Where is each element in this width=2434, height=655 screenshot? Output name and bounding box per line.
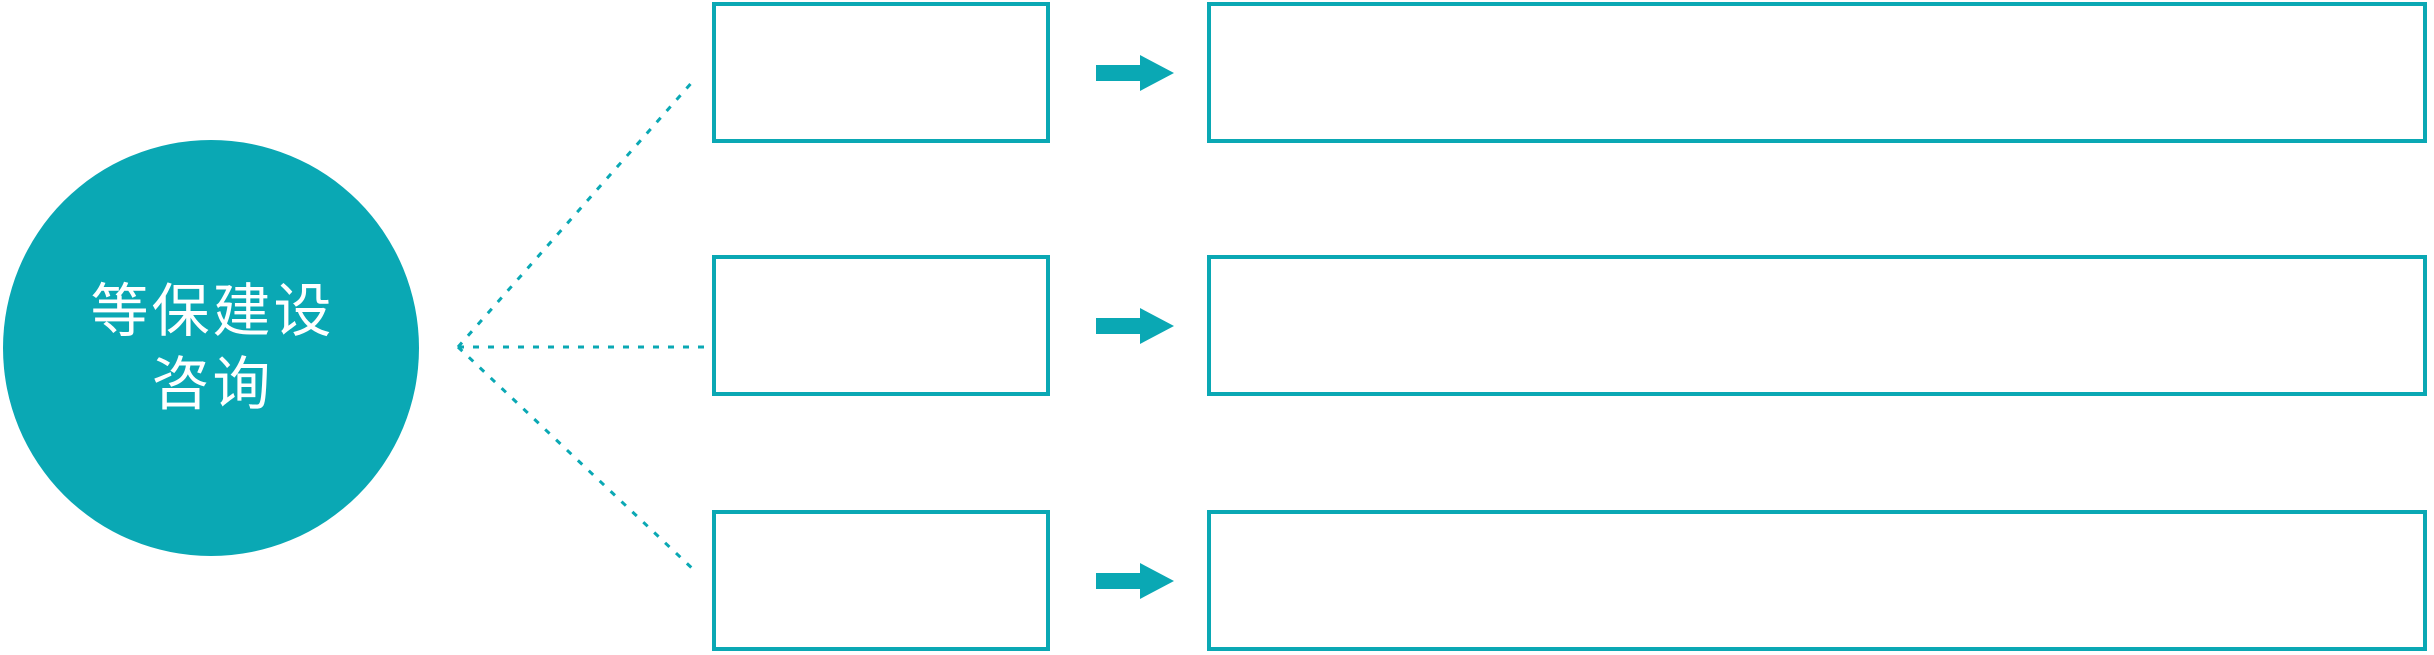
dotted-connector-bottom: [456, 345, 698, 574]
arrow-right-icon: [1096, 308, 1174, 344]
arrow-right-icon: [1096, 55, 1174, 91]
detail-box-3: [1207, 510, 2427, 651]
step-box-2: [712, 255, 1050, 396]
step-box-3: [712, 510, 1050, 651]
hub-label-line1: 等保建设: [90, 276, 335, 345]
step-box-1: [712, 2, 1050, 143]
dotted-connector-top: [456, 79, 696, 348]
hub-label-line2: 咨询: [151, 350, 274, 418]
detail-box-1: [1207, 2, 2427, 143]
hub-circle: 等保建设 咨询: [3, 140, 419, 556]
arrow-right-icon: [1096, 563, 1174, 599]
detail-box-2: [1207, 255, 2427, 396]
